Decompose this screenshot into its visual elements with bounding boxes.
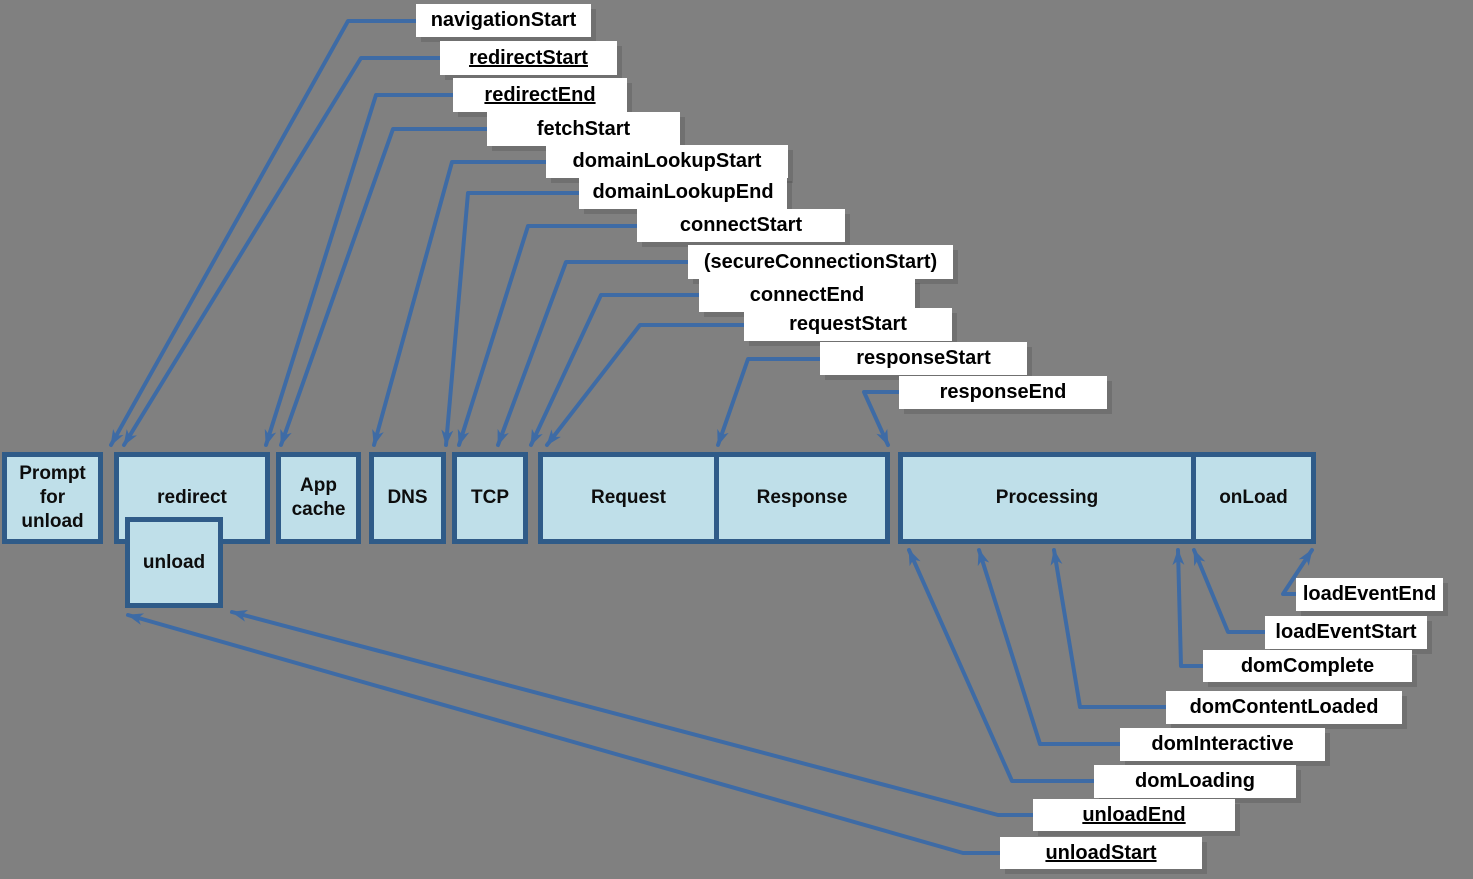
connector-unloadStart bbox=[126, 613, 1002, 855]
event-label-responseStart: responseStart bbox=[820, 342, 1027, 375]
event-label-domainLookupEnd: domainLookupEnd bbox=[579, 176, 787, 209]
phase-box-dns: DNS bbox=[369, 452, 446, 544]
connector-domainLookupStart bbox=[372, 160, 548, 447]
phase-label: Prompt for unload bbox=[19, 463, 86, 532]
phase-box-onload: onLoad bbox=[1191, 457, 1311, 539]
event-label-domLoading: domLoading bbox=[1094, 765, 1296, 798]
phase-label: Request bbox=[591, 487, 666, 508]
connector-loadEventStart bbox=[1192, 548, 1267, 634]
phase-box-response: Response bbox=[714, 457, 885, 539]
connector-loadEventEnd bbox=[1281, 548, 1314, 596]
phase-box-unload: unload bbox=[125, 517, 223, 608]
connector-domainLookupEnd bbox=[441, 191, 581, 447]
connector-requestStart bbox=[545, 323, 746, 447]
connector-domLoading bbox=[907, 548, 1096, 783]
connector-navigationStart bbox=[109, 19, 418, 447]
event-label-requestStart: requestStart bbox=[744, 308, 952, 341]
event-label-domContentLoaded: domContentLoaded bbox=[1166, 691, 1402, 724]
connector-fetchStart bbox=[279, 127, 489, 447]
event-label-domInteractive: domInteractive bbox=[1120, 728, 1325, 761]
phase-label: onLoad bbox=[1219, 487, 1288, 508]
event-label-responseEnd: responseEnd bbox=[899, 376, 1107, 409]
event-label-domainLookupStart: domainLookupStart bbox=[546, 145, 788, 178]
event-label-secureConnectionStart: (secureConnectionStart) bbox=[688, 245, 953, 279]
phase-box-prompt-for-unload: Prompt for unload bbox=[2, 452, 103, 544]
phase-label: Processing bbox=[995, 487, 1099, 508]
phase-label: redirect bbox=[157, 487, 227, 509]
event-label-navigationStart: navigationStart bbox=[416, 4, 591, 37]
event-label-connectEnd: connectEnd bbox=[699, 278, 915, 312]
phase-label: unload bbox=[142, 551, 206, 573]
phase-box-app-cache: App cache bbox=[276, 452, 361, 544]
event-label-loadEventStart: loadEventStart bbox=[1265, 616, 1427, 649]
phase-label: DNS bbox=[387, 487, 428, 509]
connector-connectEnd bbox=[529, 293, 701, 447]
connector-redirectStart bbox=[122, 56, 442, 447]
phase-label: TCP bbox=[471, 487, 509, 509]
event-label-domComplete: domComplete bbox=[1203, 650, 1412, 682]
connector-redirectEnd bbox=[264, 93, 455, 447]
phase-box-tcp: TCP bbox=[452, 452, 528, 544]
connector-responseEnd bbox=[862, 390, 901, 447]
connector-connectStart bbox=[457, 224, 639, 447]
event-label-redirectEnd: redirectEnd bbox=[453, 78, 627, 112]
connector-responseStart bbox=[716, 357, 822, 447]
phase-group-processing-onload: Processing onLoad bbox=[898, 452, 1316, 544]
phase-box-request: Request bbox=[543, 457, 714, 539]
phase-label: App cache bbox=[291, 475, 346, 520]
phase-box-processing: Processing bbox=[903, 457, 1191, 539]
connector-domComplete bbox=[1172, 548, 1205, 668]
phase-group-request-response: Request Response bbox=[538, 452, 890, 544]
event-label-connectStart: connectStart bbox=[637, 209, 845, 242]
event-label-fetchStart: fetchStart bbox=[487, 112, 680, 146]
connector-domContentLoaded bbox=[1050, 548, 1168, 709]
event-label-unloadStart: unloadStart bbox=[1000, 837, 1202, 869]
event-label-redirectStart: redirectStart bbox=[440, 41, 617, 75]
event-label-loadEventEnd: loadEventEnd bbox=[1296, 578, 1443, 611]
event-label-unloadEnd: unloadEnd bbox=[1033, 799, 1235, 831]
connector-secureConnectionStart bbox=[496, 260, 690, 447]
connector-domInteractive bbox=[977, 548, 1122, 746]
connector-unloadEnd bbox=[230, 610, 1035, 817]
phase-label: Response bbox=[756, 487, 848, 508]
